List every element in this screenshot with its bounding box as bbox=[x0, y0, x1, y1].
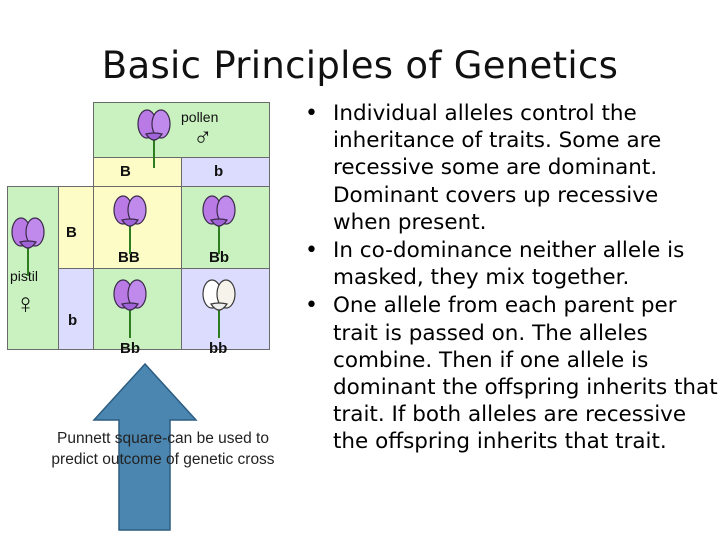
row-allele-2: b bbox=[68, 312, 78, 329]
bullet-dot-icon: • bbox=[305, 293, 318, 319]
pistil-label: pistil bbox=[10, 268, 39, 284]
bullet-item: •One allele from each parent per trait i… bbox=[305, 293, 718, 455]
row-header-b bbox=[58, 268, 94, 350]
slide-title: Basic Principles of Genetics bbox=[101, 44, 619, 87]
bullet-item: •In co-dominance neither allele is maske… bbox=[305, 238, 685, 291]
offspring-cell-bb bbox=[181, 268, 270, 350]
pollen-label: pollen bbox=[181, 109, 219, 125]
col-allele-1: B bbox=[120, 163, 131, 180]
bullet-dot-icon: • bbox=[305, 238, 318, 264]
col-header-b bbox=[181, 157, 270, 187]
offspring-label-2: Bb bbox=[209, 249, 229, 266]
row-header-B bbox=[58, 186, 94, 269]
bullet-item: •Individual alleles control the inherita… bbox=[305, 101, 662, 235]
col-allele-2: b bbox=[214, 163, 224, 180]
offspring-label-4: bb bbox=[209, 340, 228, 357]
offspring-cell-Bb-2 bbox=[93, 268, 182, 350]
punnett-caption: Punnett square-can be used to predict ou… bbox=[51, 430, 275, 468]
female-symbol: ♀ bbox=[15, 288, 36, 319]
pollen-cell bbox=[93, 102, 270, 158]
bullet-dot-icon: • bbox=[305, 101, 318, 126]
row-allele-1: B bbox=[66, 224, 77, 241]
col-header-B bbox=[93, 157, 182, 187]
male-symbol: ♂ bbox=[193, 122, 213, 152]
offspring-label-1: BB bbox=[118, 249, 140, 266]
offspring-label-3: Bb bbox=[120, 340, 140, 357]
bullet-list: •Individual alleles control the inherita… bbox=[303, 100, 723, 457]
